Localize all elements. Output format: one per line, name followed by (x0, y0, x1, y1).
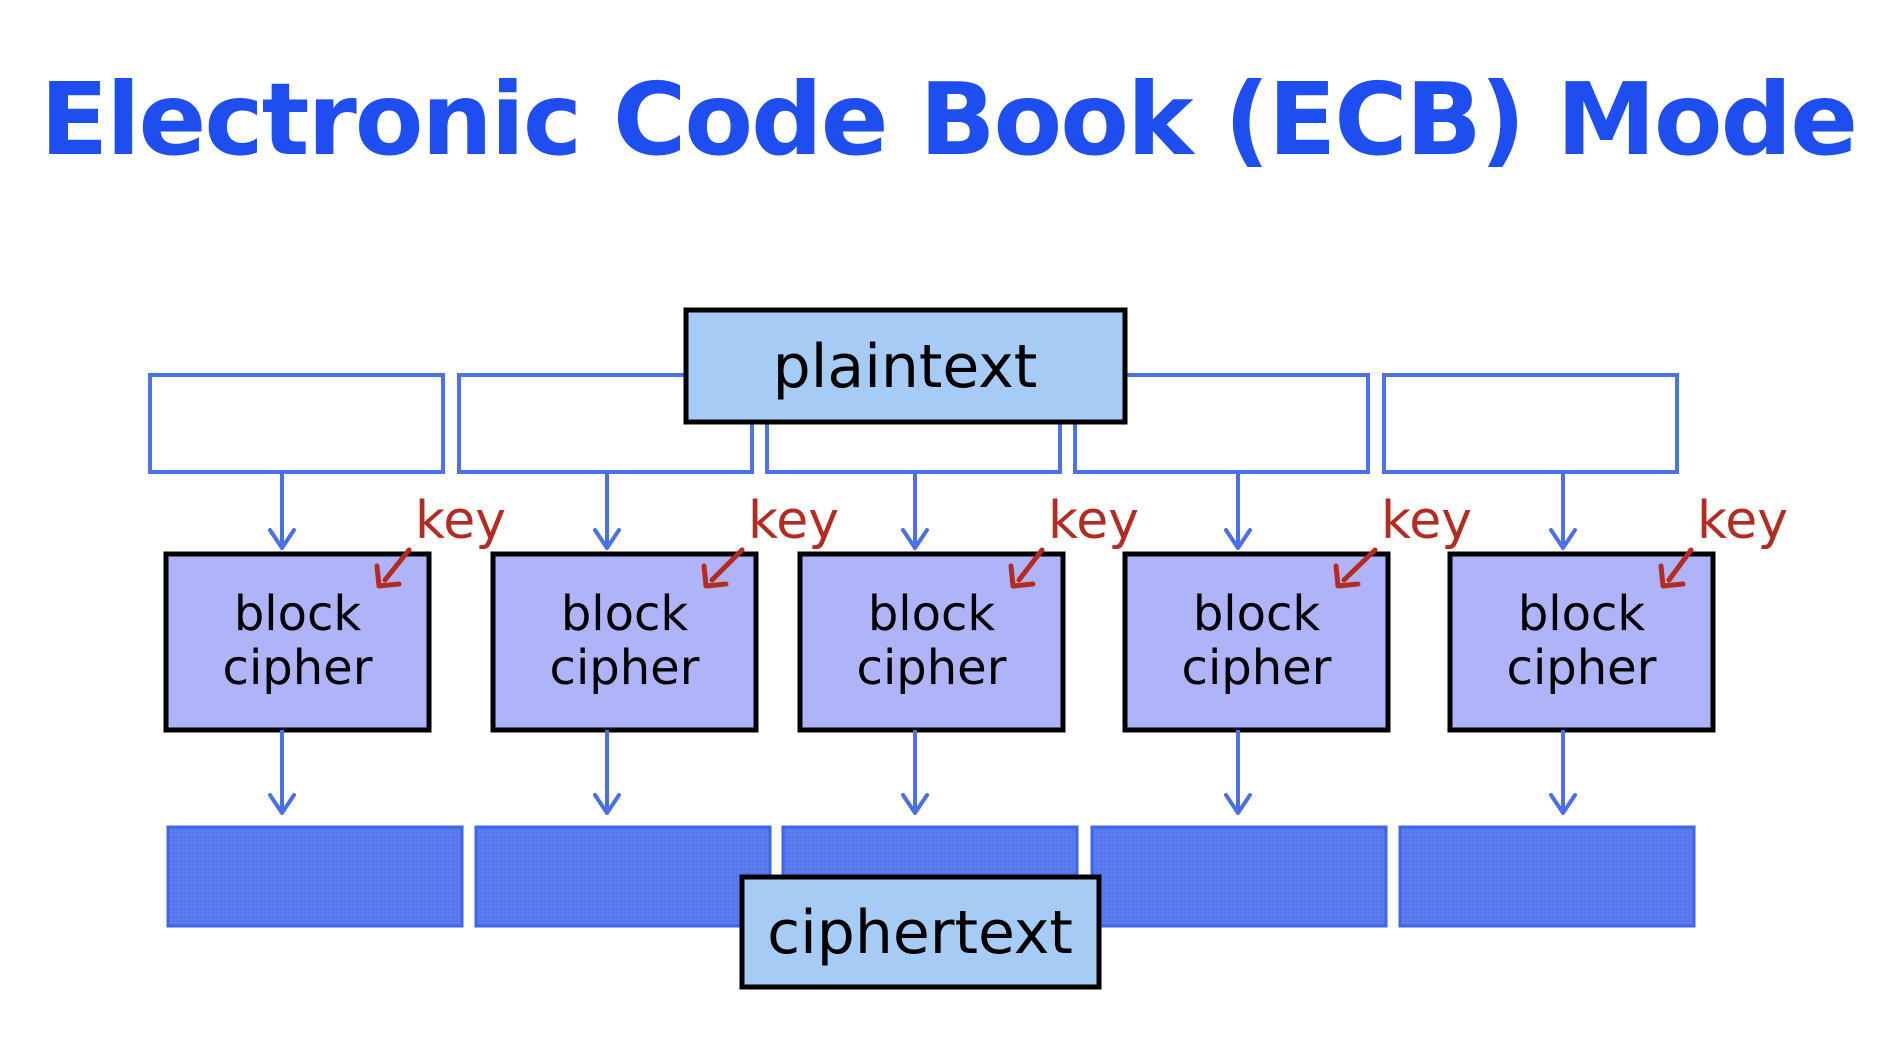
key-label: key (415, 491, 506, 551)
input-arrow-head (593, 528, 621, 550)
block-cipher-label-line1: block (234, 586, 362, 642)
input-arrow-head (268, 528, 296, 550)
block-cipher-label-line2: cipher (223, 640, 373, 696)
output-arrows (268, 730, 1577, 815)
block-cipher-label-line1: block (868, 586, 996, 642)
block-cipher-label-line2: cipher (1182, 640, 1332, 696)
block-cipher-label-line1: block (1193, 586, 1321, 642)
output-arrow-head (268, 793, 296, 815)
key-arrow (382, 547, 412, 583)
key-arrows: key key key key key (374, 491, 1788, 589)
plaintext-label-box: plaintext (683, 307, 1128, 425)
key-arrow (1341, 547, 1378, 583)
ciphertext-label-box: ciphertext (739, 874, 1102, 990)
ciphertext-block (1090, 825, 1388, 928)
key-arrow (1016, 547, 1045, 583)
plaintext-block (1382, 373, 1679, 474)
key-label: key (1381, 491, 1472, 551)
block-cipher-label-line2: cipher (1507, 640, 1657, 696)
output-arrow-head (1224, 793, 1252, 815)
plaintext-label: plaintext (773, 332, 1038, 402)
input-arrow-head (901, 528, 929, 550)
input-arrow-head (1224, 528, 1252, 550)
block-cipher-label-line1: block (1518, 586, 1646, 642)
block-cipher-label-line2: cipher (550, 640, 700, 696)
key-arrow-head (1008, 563, 1036, 589)
ciphertext-block (166, 825, 464, 928)
key-arrow-head (701, 563, 729, 589)
ciphertext-label: ciphertext (767, 898, 1073, 968)
key-label: key (1697, 491, 1788, 551)
key-label: key (1048, 491, 1139, 551)
slide-title: Electronic Code Book (ECB) Mode (39, 61, 1858, 178)
key-arrow-head (1333, 563, 1361, 589)
input-arrow-head (1549, 528, 1577, 550)
output-arrow-head (1549, 793, 1577, 815)
key-arrow (709, 547, 745, 583)
key-label: key (748, 491, 839, 551)
key-arrow-head (374, 563, 402, 589)
ciphertext-block (1398, 825, 1696, 928)
block-cipher-label-line2: cipher (857, 640, 1007, 696)
output-arrow-head (901, 793, 929, 815)
key-arrow (1666, 547, 1694, 583)
key-arrow-head (1658, 563, 1686, 589)
ciphertext-block (474, 825, 772, 928)
plaintext-block (148, 373, 445, 474)
block-cipher-label-line1: block (561, 586, 689, 642)
input-arrows (268, 472, 1577, 550)
output-arrow-head (593, 793, 621, 815)
block-cipher-boxes: blockcipherblockcipherblockcipherblockci… (163, 551, 1716, 733)
